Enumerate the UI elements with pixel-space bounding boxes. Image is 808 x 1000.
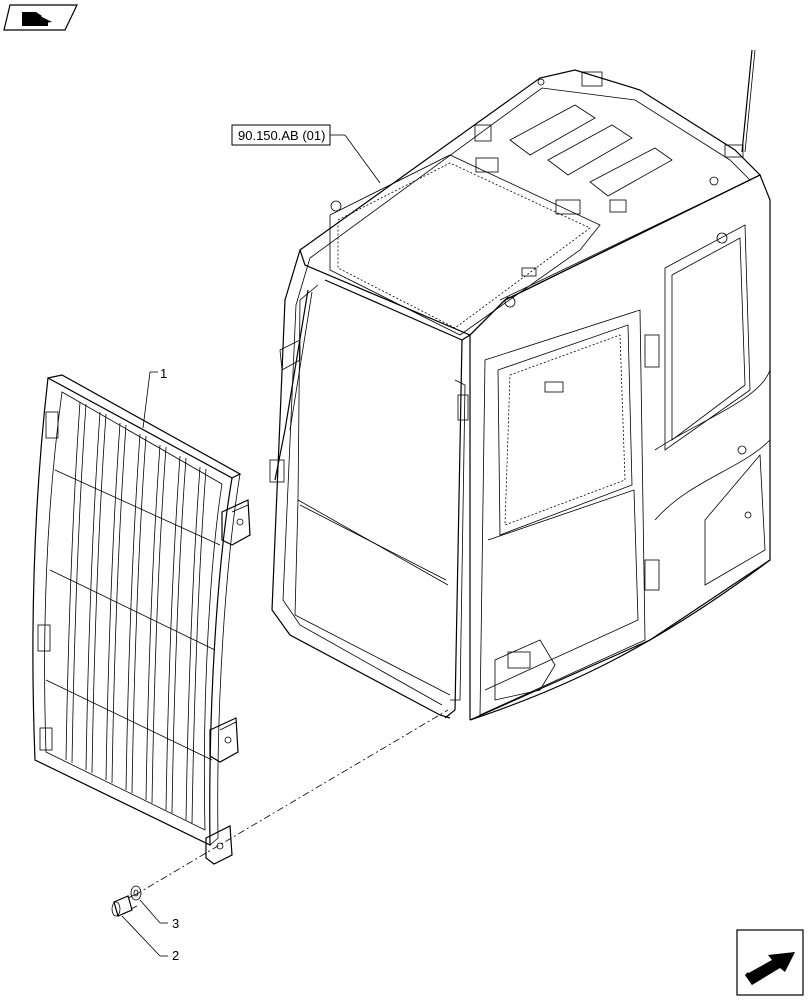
callout-3[interactable]: 3	[139, 899, 179, 931]
operator-cab	[269, 49, 771, 721]
callout-1[interactable]: 1	[142, 366, 167, 429]
part-indicator-icon[interactable]	[3, 4, 78, 31]
bolt	[111, 894, 138, 917]
reference-label[interactable]: 90.150.AB (01)	[231, 124, 381, 184]
mounting-brackets	[205, 499, 251, 865]
callout-2-number: 2	[172, 948, 179, 963]
callout-2[interactable]: 2	[121, 915, 179, 963]
washer	[130, 885, 142, 901]
front-guard	[32, 374, 251, 865]
reference-text: 90.150.AB (01)	[238, 128, 325, 143]
navigation-arrow-icon[interactable]	[736, 929, 804, 996]
guard-bars	[65, 401, 207, 824]
callout-1-number: 1	[160, 366, 167, 381]
assembly-line	[134, 709, 449, 896]
callout-3-number: 3	[172, 916, 179, 931]
